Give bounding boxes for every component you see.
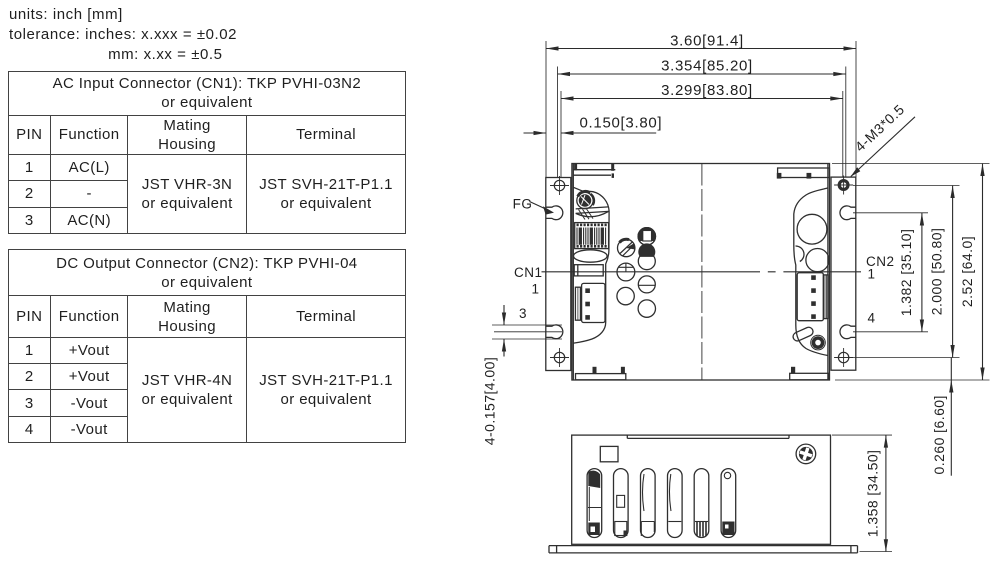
svg-text:1.358 [34.50]: 1.358 [34.50]: [865, 450, 881, 538]
svg-text:3.60[91.4]: 3.60[91.4]: [670, 33, 744, 50]
svg-text:CN2: CN2: [866, 254, 895, 269]
svg-text:3.299[83.80]: 3.299[83.80]: [661, 82, 753, 99]
svg-text:1: 1: [868, 267, 876, 282]
svg-text:CN1: CN1: [514, 265, 543, 280]
svg-text:4: 4: [868, 311, 876, 326]
svg-text:2.000 [50.80]: 2.000 [50.80]: [929, 228, 945, 316]
svg-text:3: 3: [519, 306, 527, 321]
svg-text:0.150[3.80]: 0.150[3.80]: [580, 115, 663, 132]
svg-text:1: 1: [532, 282, 540, 297]
svg-text:2.52 [64.0]: 2.52 [64.0]: [959, 236, 975, 307]
svg-text:FG: FG: [513, 197, 533, 212]
svg-text:1.382 [35.10]: 1.382 [35.10]: [898, 229, 914, 317]
svg-text:4-0.157[4.00]: 4-0.157[4.00]: [482, 357, 498, 445]
svg-text:0.260 [6.60]: 0.260 [6.60]: [931, 395, 947, 474]
svg-text:4-M3*0.5: 4-M3*0.5: [852, 101, 908, 155]
svg-text:3.354[85.20]: 3.354[85.20]: [661, 58, 753, 75]
